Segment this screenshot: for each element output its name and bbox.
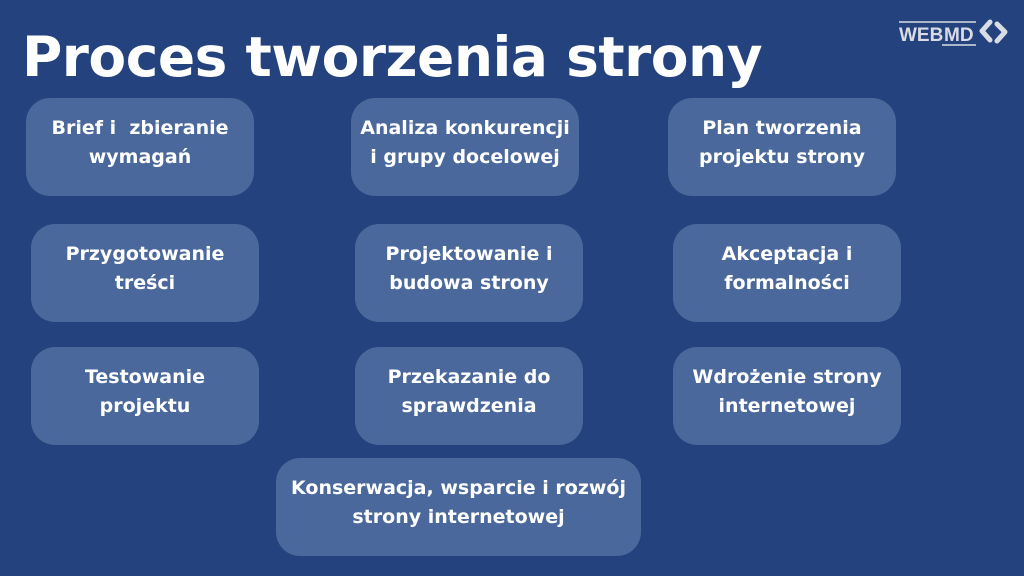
step-label: Testowanie projektu [85,363,205,421]
step-label-line: projektu strony [698,146,865,168]
step-label-line: strony internetowej [352,506,565,528]
step-label-line: Brief i zbieranie [51,117,229,139]
step-label-line: Przekazanie do [387,366,551,388]
step-label-line: treści [114,272,176,294]
step-card-analiza: Analiza konkurencji i grupy docelowej [351,98,579,196]
step-label-line: Akceptacja i [721,243,853,265]
step-card-brief: Brief i zbieranie wymagań [26,98,254,196]
step-label-line: Analiza konkurencji [360,117,570,139]
step-card-tresci: Przygotowanie treści [31,224,259,322]
step-label-line: budowa strony [389,272,549,294]
step-label: Brief i zbieranie wymagań [51,114,228,172]
step-label-line: i grupy docelowej [370,146,560,168]
step-label-line: Testowanie [84,366,206,388]
step-card-przekazanie: Przekazanie do sprawdzenia [355,347,583,445]
step-label: Akceptacja i formalności [722,240,853,298]
step-card-testowanie: Testowanie projektu [31,347,259,445]
step-label: Wdrożenie strony internetowej [692,363,881,421]
step-card-akceptacja: Akceptacja i formalności [673,224,901,322]
step-label-line: Przygotowanie [65,243,225,265]
step-label-line: Wdrożenie strony [692,366,882,388]
step-label-line: internetowej [718,395,856,417]
webmd-logo: WEB MD [899,19,1008,46]
step-label: Analiza konkurencji i grupy docelowej [360,114,570,172]
step-card-konserwacja: Konserwacja, wsparcie i rozwój strony in… [276,458,641,556]
step-label: Plan tworzenia projektu strony [699,114,865,172]
step-label-line: sprawdzenia [401,395,537,417]
logo-text-md: MD [944,25,974,46]
step-label-line: Projektowanie i [385,243,553,265]
step-label-line: wymagań [88,146,192,168]
step-label: Przygotowanie treści [66,240,225,298]
logo-text-web: WEB [899,25,943,46]
step-card-plan: Plan tworzenia projektu strony [668,98,896,196]
step-label-line: Konserwacja, wsparcie i rozwój [291,477,626,499]
step-label-line: Plan tworzenia [702,117,862,139]
double-chevron-arrow-icon [979,19,1008,44]
page-title: Proces tworzenia strony [22,25,763,89]
step-label: Projektowanie i budowa strony [386,240,553,298]
step-label: Przekazanie do sprawdzenia [388,363,551,421]
step-label: Konserwacja, wsparcie i rozwój strony in… [291,474,626,532]
step-card-wdrozenie: Wdrożenie strony internetowej [673,347,901,445]
step-label-line: projektu [99,395,191,417]
step-label-line: formalności [724,272,850,294]
step-card-projektowanie: Projektowanie i budowa strony [355,224,583,322]
